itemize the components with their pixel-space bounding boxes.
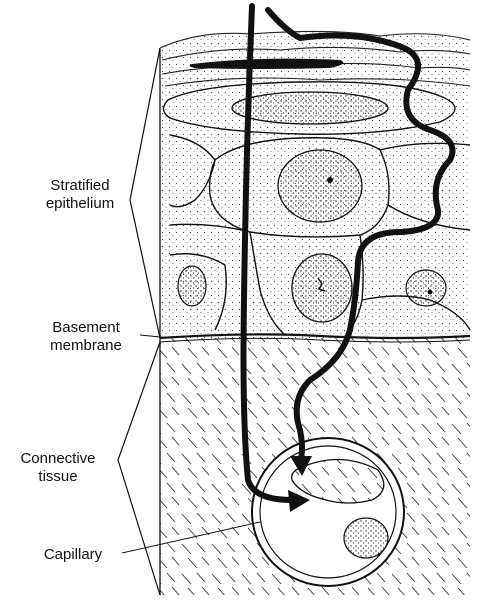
label-line: Basement xyxy=(30,319,142,337)
middle-nucleus xyxy=(278,150,362,222)
label-line: epithelium xyxy=(30,195,130,213)
label-basement-membrane: Basement membrane xyxy=(30,319,142,355)
epithelium-bracket xyxy=(130,48,160,338)
left-nucleus xyxy=(178,266,206,306)
label-line: Capillary xyxy=(28,546,118,564)
label-line: membrane xyxy=(30,337,142,355)
lower-nucleus xyxy=(292,254,352,322)
label-line: Stratified xyxy=(30,177,130,195)
label-connective-tissue: Connective tissue xyxy=(6,450,110,486)
label-capillary: Capillary xyxy=(28,546,118,564)
endothelial-nucleus xyxy=(344,518,388,558)
label-line: tissue xyxy=(6,468,110,486)
connective-bracket xyxy=(118,342,160,595)
right-nucleus xyxy=(406,270,446,306)
label-stratified-epithelium: Stratified epithelium xyxy=(30,177,130,213)
squamous-nucleus xyxy=(232,92,388,124)
label-line: Connective xyxy=(6,450,110,468)
capillary-vessel xyxy=(252,438,404,586)
